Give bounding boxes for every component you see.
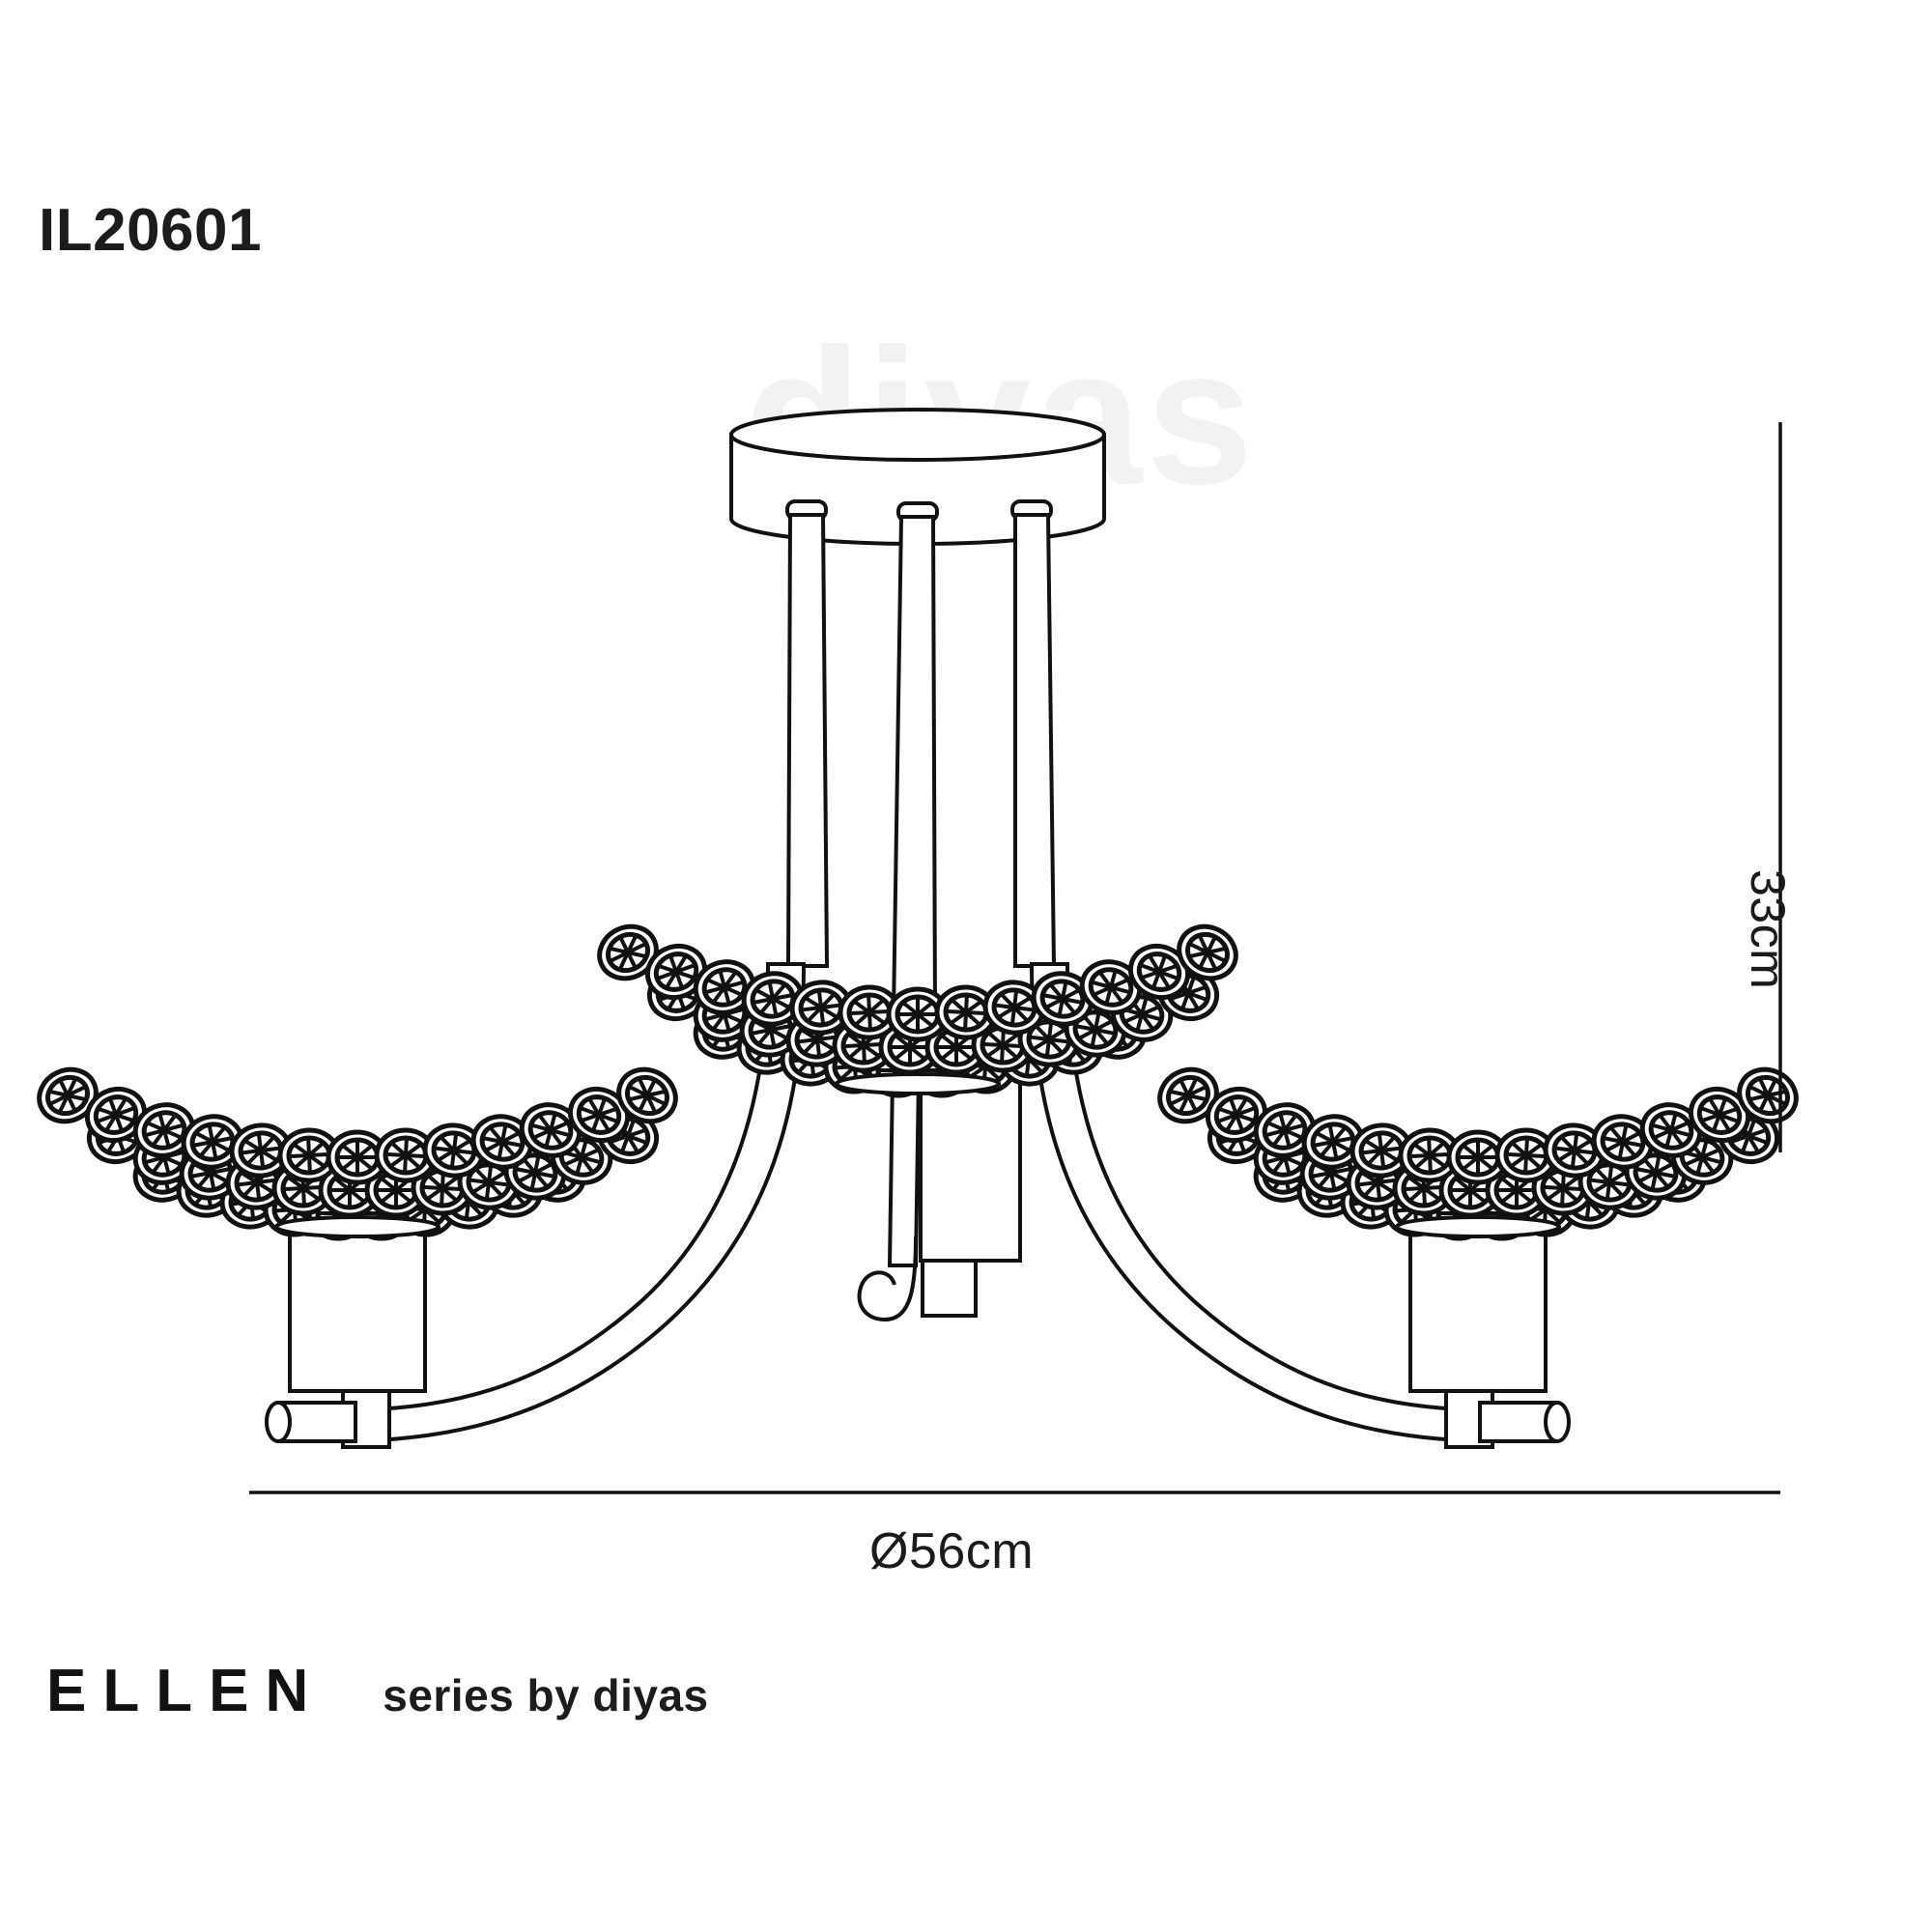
height-dimension-label: 33cm [1741,869,1795,990]
product-code: IL20601 [39,197,263,264]
series-name: ELLEN [46,1658,326,1724]
lamp-holder-left [265,1227,427,1449]
shade-left [31,1060,685,1238]
lamp-holder-right [1408,1227,1571,1449]
dimension-lines [249,422,1782,1494]
series-tagline: series by diyas [383,1670,709,1720]
drop-stems [785,499,1057,1016]
lamp-holder-center [919,1065,1022,1318]
shade-right [1151,1060,1805,1238]
footer-branding: ELLEN series by diyas [46,1662,709,1721]
width-dimension-label: Ø56cm [869,1523,1035,1579]
